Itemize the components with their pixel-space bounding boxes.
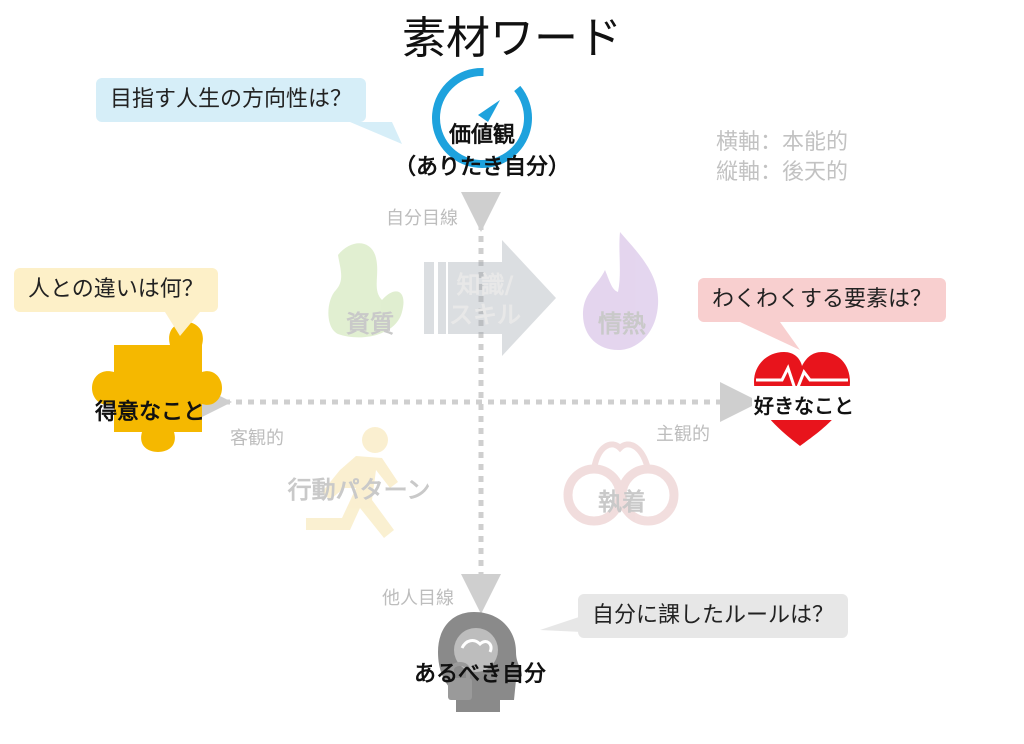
bubble-strengths: 人との違いは何？ (14, 268, 218, 312)
bubble-values: 目指す人生の方向性は？ (96, 78, 367, 122)
faded-aptitude: 資質 (346, 310, 394, 338)
bubble-tail-likes (740, 322, 800, 350)
legend-horizontal: 横軸：本能的 (716, 130, 849, 155)
bubble-tail-ideal (540, 616, 582, 632)
axis-label-left: 客観的 (230, 428, 284, 449)
bubble-tail-strengths (165, 312, 200, 336)
faded-passion: 情熱 (598, 310, 646, 338)
page-title: 素材ワード (402, 13, 622, 64)
node-values: 価値観 （ありたき自分） (382, 120, 582, 184)
puzzle-piece-icon (92, 322, 222, 452)
bubble-likes: わくわくする要素は？ (698, 278, 947, 322)
muscle-arm-icon (328, 243, 404, 338)
node-strengths: 得意なこと (94, 400, 205, 425)
axis-legend: 横軸：本能的 縦軸：後天的 (716, 128, 848, 188)
faded-icons (306, 232, 679, 538)
heart-icon (752, 352, 852, 446)
bubble-tail-values (350, 122, 402, 144)
handcuffs-icon (563, 441, 679, 526)
node-values-line1: 価値観 (448, 123, 515, 148)
faded-knowledge-line1: 知識/ (456, 271, 514, 299)
faded-knowledge: 知識/ スキル (440, 270, 530, 330)
node-likes: 好きなこと (754, 394, 854, 418)
running-person-icon (306, 427, 398, 538)
faded-behavior: 行動パターン (287, 476, 431, 504)
axis-label-top: 自分目線 (386, 208, 458, 229)
node-values-line2: （ありたき自分） (393, 155, 570, 180)
axes (192, 192, 760, 614)
faded-knowledge-line2: スキル (449, 301, 521, 329)
axis-label-bottom: 他人目線 (382, 588, 454, 609)
axis-label-right: 主観的 (656, 424, 710, 445)
flame-icon (582, 232, 659, 350)
faded-attachment: 執着 (598, 488, 646, 516)
head-brain-lock-icon (438, 612, 522, 712)
bubble-ideal-self: 自分に課したルールは？ (578, 594, 849, 638)
knowledge-arrow-icon (424, 240, 556, 356)
legend-vertical: 縦軸：後天的 (716, 160, 849, 185)
node-ideal-self: あるべき自分 (413, 662, 546, 687)
